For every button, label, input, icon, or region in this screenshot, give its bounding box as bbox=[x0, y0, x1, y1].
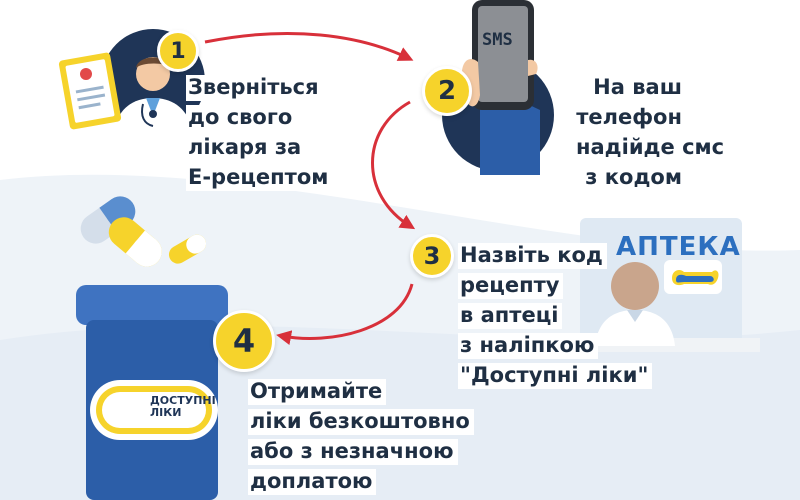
step-4-line-1: Отримайте bbox=[248, 379, 387, 405]
step-1-badge: 1 bbox=[157, 30, 199, 72]
step-2-line-2: телефон bbox=[574, 105, 686, 131]
step-3-line-3: в аптеці bbox=[458, 303, 563, 329]
step-4-line-2: ліки безкоштовно bbox=[248, 409, 474, 435]
sms-label: SMS bbox=[482, 30, 513, 50]
arrow-2-to-3 bbox=[371, 100, 416, 230]
step-2-badge: 2 bbox=[422, 66, 472, 116]
step-1-line-3: лікаря за bbox=[186, 135, 306, 161]
jar-label: ДОСТУПНІ ЛІКИ bbox=[150, 395, 216, 419]
step-3-badge: 3 bbox=[410, 234, 454, 278]
step-1-line-1: Зверніться bbox=[186, 75, 323, 101]
step-4-badge: 4 bbox=[213, 310, 275, 372]
step-2-line-1: На ваш bbox=[591, 75, 686, 101]
step-2-text: На ваш телефон надійде смс з кодом bbox=[574, 72, 729, 192]
step-2-line-3: надійде смс bbox=[574, 135, 729, 161]
step-4-text: Отримайте ліки безкоштовно або з незначн… bbox=[248, 376, 474, 496]
step-1-text: Зверніться до свого лікаря за Е-рецептом bbox=[186, 72, 333, 192]
step-3-line-4: з наліпкою bbox=[458, 333, 599, 359]
step-3-line-5: "Доступні ліки" bbox=[458, 363, 653, 389]
step-3-line-2: рецепту bbox=[458, 273, 564, 299]
step-4-line-4: доплатою bbox=[248, 469, 377, 495]
arrow-3-to-4 bbox=[276, 283, 414, 346]
pills-jar-illustration bbox=[76, 196, 228, 500]
jar-label-line2: ЛІКИ bbox=[150, 406, 182, 419]
arrow-1-to-2 bbox=[204, 31, 414, 61]
step-1-line-2: до свого bbox=[186, 105, 297, 131]
step-3-text: Назвіть код рецепту в аптеці з наліпкою … bbox=[458, 240, 653, 390]
jar-label-line1: ДОСТУПНІ bbox=[150, 394, 216, 407]
step-1-line-4: Е-рецептом bbox=[186, 165, 333, 191]
pharmacy-illustration bbox=[580, 218, 760, 352]
step-3-line-1: Назвіть код bbox=[458, 243, 607, 269]
step-2-line-4: з кодом bbox=[583, 165, 686, 191]
pharmacy-sign: АПТЕКА bbox=[616, 232, 741, 262]
step-4-line-3: або з незначною bbox=[248, 439, 458, 465]
